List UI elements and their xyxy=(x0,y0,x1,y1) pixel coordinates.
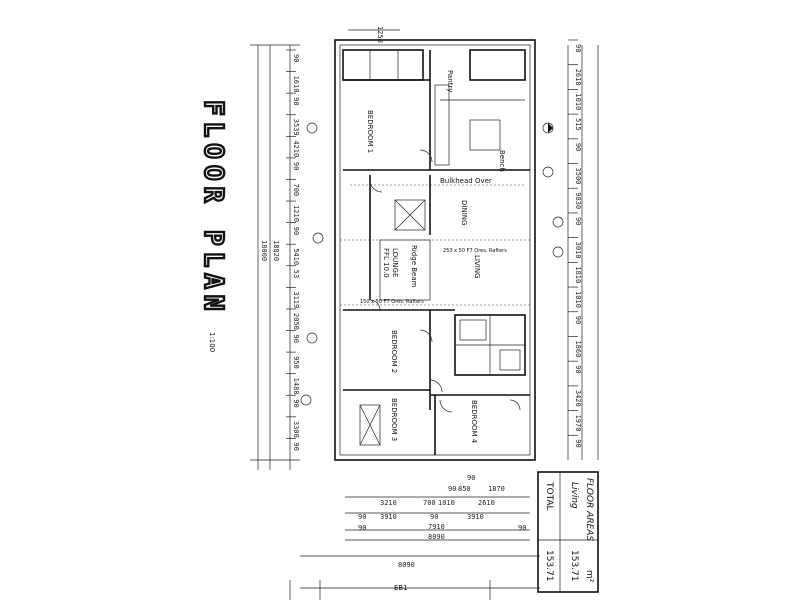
dim-b4-0: 7910 xyxy=(428,523,445,531)
floor-areas-table: FLOOR AREAS m² Living 153.71 TOTAL 153.7… xyxy=(537,471,599,593)
right-chain-label: 3010 xyxy=(574,242,582,259)
right-chain-label: 3500 xyxy=(574,168,582,185)
room-labels: BEDROOM 1 Pantry Bench Bulkhead Over DIN… xyxy=(360,70,507,444)
room-lounge: LOUNGE xyxy=(391,248,399,277)
room-rafter-note-2: 150 x 50 F7 Ores. Rafters xyxy=(360,299,424,305)
right-chain-label: 1010 xyxy=(574,93,582,110)
dim-b3-1: 3910 xyxy=(380,513,397,521)
left-chain-label: 90 xyxy=(292,442,300,450)
right-chain-label: 1860 xyxy=(574,340,582,357)
room-living: LIVING xyxy=(473,255,481,278)
areas-unit: m² xyxy=(584,570,594,583)
dim-b3-5: 90 xyxy=(518,524,526,532)
dim-b1-0: 90 xyxy=(467,474,475,482)
right-chain-label: 1810 xyxy=(574,266,582,283)
areas-heading: FLOOR AREAS xyxy=(584,478,594,541)
dim-b1-3: 90 xyxy=(448,485,456,493)
left-chain-label: 3300 xyxy=(292,421,300,438)
section-eb1: EB1 xyxy=(394,584,408,592)
left-chain-label: 1210 xyxy=(292,205,300,222)
room-bedroom-1: BEDROOM 1 xyxy=(366,110,374,153)
room-ffl: FFL 10.0 xyxy=(382,248,390,278)
bottom-dimensions: 90 850 1870 90 3210 700 1010 2610 90 391… xyxy=(289,474,540,600)
room-bulkhead: Bulkhead Over xyxy=(440,177,492,185)
dim-b3-4: 90 xyxy=(358,524,366,532)
dim-left-mid: 18820 xyxy=(272,240,280,261)
left-dimensions: 18000 18820 90 1610 90 3539 4210 90 700 1210 90 5… xyxy=(250,44,300,470)
dim-left-outer: 18000 xyxy=(260,240,268,261)
left-chain-label: 3539 xyxy=(292,119,300,136)
right-chain-label: 90 xyxy=(574,143,582,151)
left-chain-label: 90 xyxy=(292,54,300,62)
plan-title: FLOOR PLAN xyxy=(198,100,228,317)
room-bench: Bench xyxy=(498,150,506,172)
left-chain-label: 2050 xyxy=(292,313,300,330)
room-bedroom-4: BEDROOM 4 xyxy=(470,400,478,444)
left-chain-label: 1480 xyxy=(292,378,300,395)
room-dining: DINING xyxy=(460,200,468,225)
dim-b2-0: 3210 xyxy=(380,499,397,507)
dim-b1-2: 1870 xyxy=(488,485,505,493)
room-pantry: Pantry xyxy=(446,70,454,92)
right-chain-label: 90 xyxy=(574,365,582,373)
right-chain-label: 3420 xyxy=(574,390,582,407)
areas-row-living-label: Living xyxy=(569,482,579,509)
right-chain-label: 515 xyxy=(574,118,582,131)
plan-scale: 1:100 xyxy=(208,332,216,352)
room-bedroom-3: BEDROOM 3 xyxy=(390,398,398,441)
room-ridge-beam: Ridge Beam xyxy=(410,245,418,288)
dim-b3-2: 90 xyxy=(430,513,438,521)
right-chain-label: 90 xyxy=(574,44,582,52)
areas-row-total-label: TOTAL xyxy=(544,481,554,511)
left-chain-label: 4210 xyxy=(292,140,300,157)
left-chain-label: 90 xyxy=(292,335,300,343)
left-chain-label: 90 xyxy=(292,399,300,407)
dim-b1-1: 850 xyxy=(458,485,471,493)
left-chain-label: 950 xyxy=(292,356,300,369)
areas-row-total-value: 153.71 xyxy=(544,550,554,582)
left-chain-label: 90 xyxy=(292,162,300,170)
left-chain-label: 90 xyxy=(292,227,300,235)
left-chain-label: 3119 xyxy=(292,291,300,308)
right-chain-label: 9830 xyxy=(574,192,582,209)
left-chain-label: 90 xyxy=(292,97,300,105)
areas-row-living-value: 153.71 xyxy=(569,550,579,582)
dim-b2-1: 700 xyxy=(423,499,436,507)
dim-b2-3: 2610 xyxy=(478,499,495,507)
right-chain-label: 90 xyxy=(574,316,582,324)
left-chain-label: 700 xyxy=(292,183,300,196)
room-bedroom-2: BEDROOM 2 xyxy=(390,330,398,373)
dim-b3-0: 90 xyxy=(358,513,366,521)
right-chain-label: 90 xyxy=(574,217,582,225)
dim-bottom-total: 8090 xyxy=(398,561,415,569)
left-chain-label: 1610 xyxy=(292,76,300,93)
right-chain-label: 1970 xyxy=(574,415,582,432)
dim-b3-3: 3910 xyxy=(467,513,484,521)
dim-top: 1250 xyxy=(376,26,384,43)
right-chain-label: 1010 xyxy=(574,291,582,308)
dim-b2-2: 1010 xyxy=(438,499,455,507)
left-chain-label: 53 xyxy=(292,270,300,278)
dim-b4-1: 8090 xyxy=(428,533,445,541)
room-rafter-note-1: 253 x 50 F7 Ores. Rafters xyxy=(443,248,507,254)
section-markers xyxy=(300,122,564,406)
right-dimensions: 90 2610 1010 515 90 3500 9830 90 3010 1810 1010 90 1… xyxy=(567,39,599,460)
right-chain-label: 2610 xyxy=(574,69,582,86)
right-chain-label: 90 xyxy=(574,439,582,447)
left-chain-label: 5410 xyxy=(292,248,300,265)
interior-walls xyxy=(340,49,530,455)
